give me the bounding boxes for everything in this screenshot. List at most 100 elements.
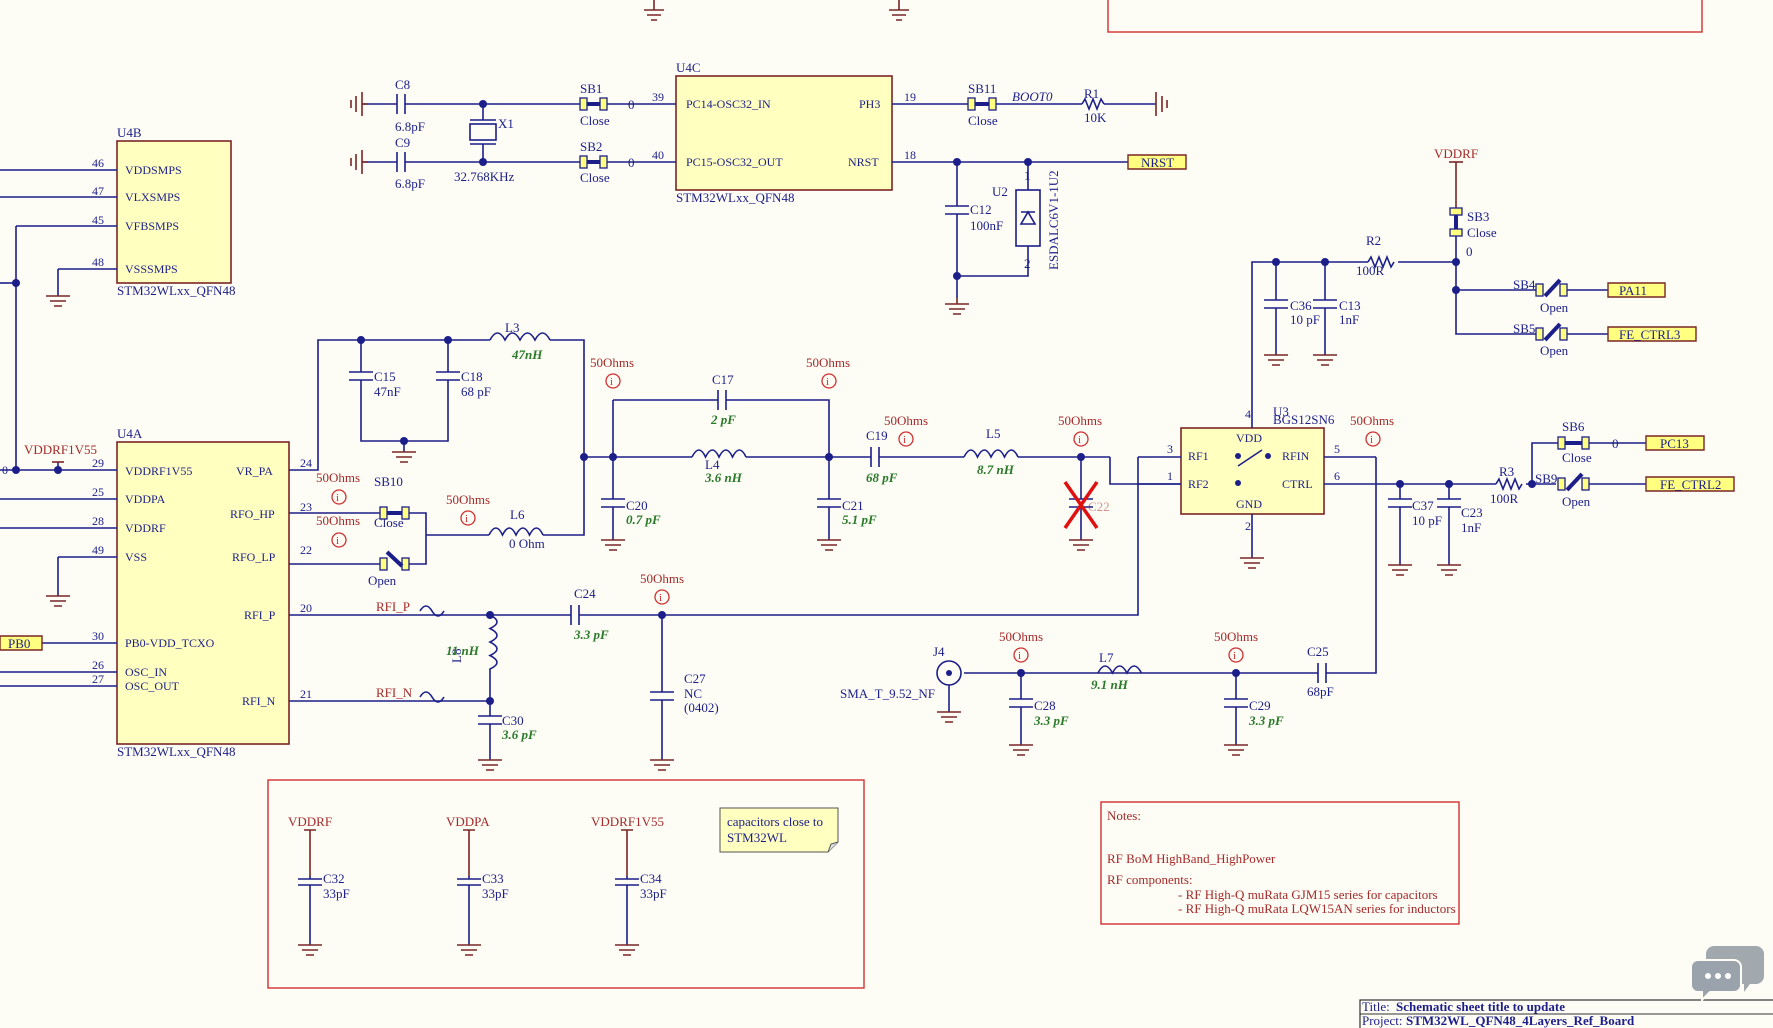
- svg-text:VR_PA: VR_PA: [236, 464, 273, 478]
- svg-text:C25: C25: [1307, 644, 1329, 659]
- svg-text:Close: Close: [1562, 450, 1592, 465]
- svg-text:5.1 pF: 5.1 pF: [842, 512, 877, 527]
- svg-text:NRST: NRST: [848, 155, 879, 169]
- svg-text:FE_CTRL2: FE_CTRL2: [1660, 477, 1721, 492]
- svg-text:C27: C27: [684, 671, 706, 686]
- svg-text:0.7 pF: 0.7 pF: [626, 512, 661, 527]
- svg-text:50Ohms: 50Ohms: [446, 492, 490, 507]
- svg-text:50Ohms: 50Ohms: [1214, 629, 1258, 644]
- svg-text:Close: Close: [580, 170, 610, 185]
- svg-text:STM32WLxx_QFN48: STM32WLxx_QFN48: [117, 744, 235, 759]
- svg-text:VLXSMPS: VLXSMPS: [125, 190, 180, 204]
- svg-text:26: 26: [92, 658, 104, 672]
- svg-text:SB11: SB11: [968, 81, 996, 96]
- svg-text:C19: C19: [866, 428, 888, 443]
- svg-text:23: 23: [300, 500, 312, 514]
- svg-text:R2: R2: [1366, 233, 1381, 248]
- svg-text:ESDALC6V1-1U2: ESDALC6V1-1U2: [1046, 170, 1061, 270]
- svg-text:J4: J4: [933, 644, 945, 659]
- svg-text:50Ohms: 50Ohms: [316, 470, 360, 485]
- svg-text:9.1 nH: 9.1 nH: [1091, 677, 1129, 692]
- svg-text:Open: Open: [1562, 494, 1591, 509]
- svg-text:47nF: 47nF: [374, 384, 401, 399]
- decoupling-box: [267, 779, 865, 989]
- svg-text:FE_CTRL3: FE_CTRL3: [1619, 327, 1680, 342]
- svg-text:RF components:: RF components:: [1107, 872, 1193, 887]
- svg-text:0: 0: [2, 463, 8, 477]
- svg-text:i: i: [1370, 434, 1373, 446]
- svg-text:C30: C30: [502, 713, 524, 728]
- svg-text:CTRL: CTRL: [1282, 477, 1313, 491]
- svg-text:39: 39: [652, 90, 664, 104]
- svg-text:50Ohms: 50Ohms: [640, 571, 684, 586]
- port-pb0: [0, 635, 43, 651]
- svg-text:PC14-OSC32_IN: PC14-OSC32_IN: [686, 97, 771, 111]
- svg-text:OSC_IN: OSC_IN: [125, 665, 167, 679]
- svg-text:21: 21: [300, 687, 312, 701]
- svg-text:RF2: RF2: [1188, 477, 1209, 491]
- svg-text:SB2: SB2: [580, 139, 602, 154]
- svg-text:27: 27: [92, 672, 104, 686]
- svg-text:RF BoM HighBand_HighPower: RF BoM HighBand_HighPower: [1107, 851, 1276, 866]
- svg-text:i: i: [1078, 434, 1081, 446]
- svg-text:C36: C36: [1290, 298, 1312, 313]
- svg-text:VSS: VSS: [125, 550, 147, 564]
- svg-text:30: 30: [92, 629, 104, 643]
- svg-text:BOOT0: BOOT0: [1012, 89, 1053, 104]
- svg-text:VDDRF: VDDRF: [1434, 146, 1478, 161]
- chat-icon[interactable]: [1690, 946, 1764, 1003]
- svg-text:U4A: U4A: [117, 426, 143, 441]
- svg-text:C18: C18: [461, 369, 483, 384]
- svg-text:10 pF: 10 pF: [1290, 312, 1320, 327]
- svg-text:PC13: PC13: [1660, 436, 1689, 451]
- svg-text:i: i: [336, 492, 339, 504]
- svg-text:Open: Open: [1540, 343, 1569, 358]
- svg-text:68 pF: 68 pF: [866, 470, 898, 485]
- svg-text:SB6: SB6: [1562, 419, 1585, 434]
- svg-text:L6: L6: [510, 507, 525, 522]
- svg-text:SB3: SB3: [1467, 209, 1489, 224]
- svg-text:0: 0: [628, 97, 635, 112]
- svg-text:0: 0: [1466, 244, 1473, 259]
- svg-text:18: 18: [904, 148, 916, 162]
- svg-text:L5: L5: [986, 426, 1000, 441]
- port-nrst: [1127, 154, 1187, 170]
- svg-text:28: 28: [92, 514, 104, 528]
- svg-text:47: 47: [92, 184, 104, 198]
- svg-text:C33: C33: [482, 871, 504, 886]
- svg-text:33pF: 33pF: [323, 886, 350, 901]
- u4a-block: U4A VDDRF1V55 VDDPA VDDRF VSS PB0-VDD_TC…: [92, 426, 312, 759]
- svg-text:SB9: SB9: [1535, 471, 1557, 486]
- svg-text:NRST: NRST: [1141, 155, 1174, 170]
- svg-text:RFO_HP: RFO_HP: [230, 507, 275, 521]
- svg-text:50Ohms: 50Ohms: [316, 513, 360, 528]
- svg-text:25: 25: [92, 485, 104, 499]
- svg-text:VSSSMPS: VSSSMPS: [125, 262, 178, 276]
- svg-text:Close: Close: [580, 113, 610, 128]
- svg-text:48: 48: [92, 255, 104, 269]
- svg-text:46: 46: [92, 156, 104, 170]
- svg-text:BGS12SN6: BGS12SN6: [1273, 412, 1335, 427]
- svg-text:Project:: Project:: [1362, 1013, 1402, 1028]
- svg-text:L4: L4: [705, 457, 720, 472]
- svg-text:40: 40: [652, 148, 664, 162]
- svg-text:STM32WLxx_QFN48: STM32WLxx_QFN48: [676, 190, 794, 205]
- svg-text:10 pF: 10 pF: [1412, 513, 1442, 528]
- svg-text:VDDRF1V55: VDDRF1V55: [591, 814, 664, 829]
- svg-text:33pF: 33pF: [640, 886, 667, 901]
- svg-text:50Ohms: 50Ohms: [884, 413, 928, 428]
- svg-text:VDDRF: VDDRF: [125, 521, 166, 535]
- svg-text:0 Ohm: 0 Ohm: [509, 536, 545, 551]
- svg-text:RFO_LP: RFO_LP: [232, 550, 276, 564]
- svg-text:SB4: SB4: [1513, 277, 1536, 292]
- svg-text:3.6 pF: 3.6 pF: [501, 727, 537, 742]
- svg-text:1nF: 1nF: [1461, 520, 1481, 535]
- svg-text:Title:: Title:: [1362, 999, 1390, 1014]
- svg-text:VDDPA: VDDPA: [446, 814, 490, 829]
- svg-text:PA11: PA11: [1619, 283, 1647, 298]
- svg-text:RFI_P: RFI_P: [376, 599, 410, 614]
- notes-box: [1100, 801, 1460, 925]
- svg-text:Notes:: Notes:: [1107, 808, 1141, 823]
- svg-text:29: 29: [92, 456, 104, 470]
